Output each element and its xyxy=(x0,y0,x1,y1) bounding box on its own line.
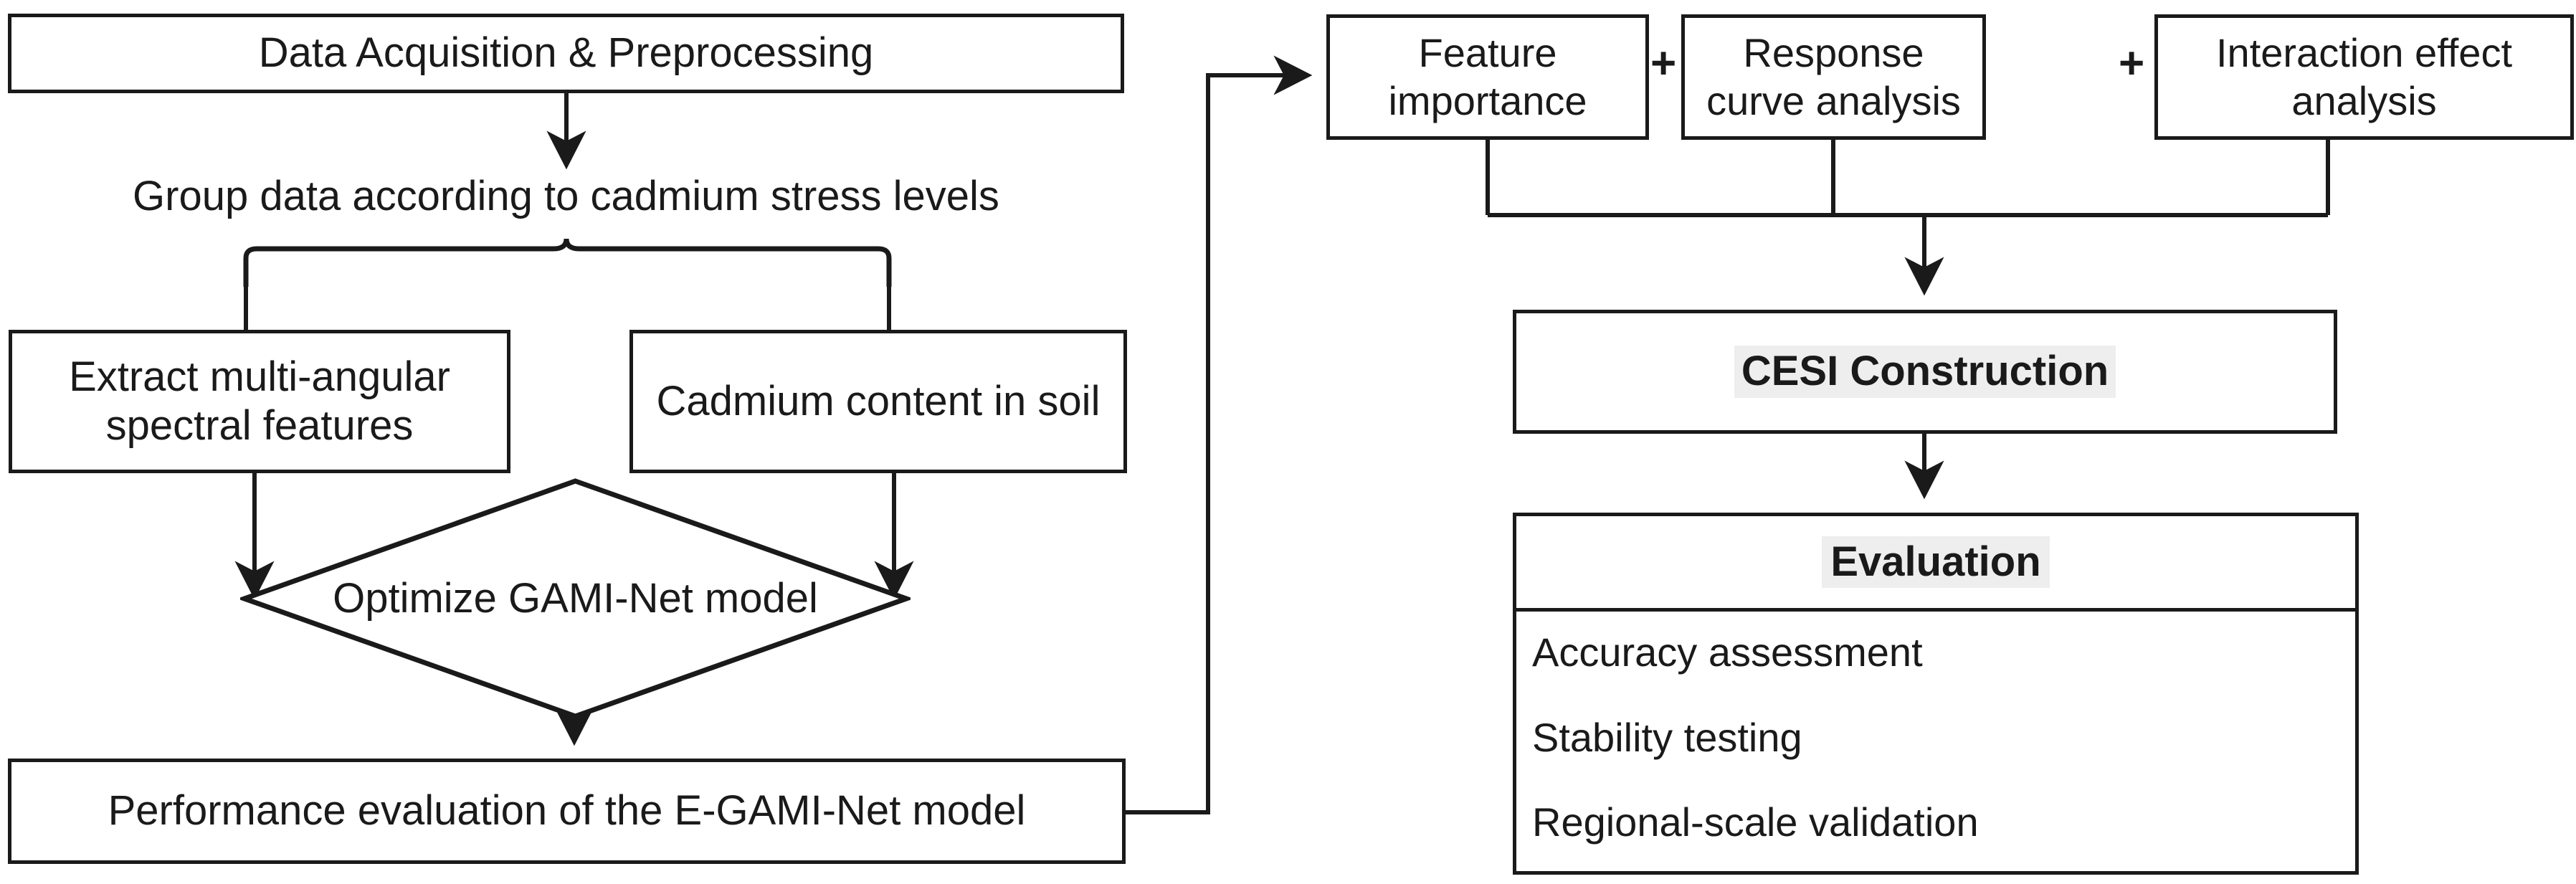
node-extract-spectral-features[interactable]: Extract multi-angular spectral features xyxy=(9,330,510,473)
evaluation-item-list: Accuracy assessment Stability testing Re… xyxy=(1516,612,2355,845)
list-item: Accuracy assessment xyxy=(1532,629,1923,675)
node-interaction-effect-analysis-label: Interaction effect analysis xyxy=(2216,30,2512,123)
list-item: Stability testing xyxy=(1532,714,1802,760)
node-cadmium-content-soil[interactable]: Cadmium content in soil xyxy=(629,330,1127,473)
node-optimize-gami-net-label: Optimize GAMI-Net model xyxy=(333,574,818,622)
node-response-curve-analysis-label: Response curve analysis xyxy=(1706,30,1961,123)
node-cesi-construction-label: CESI Construction xyxy=(1734,346,2116,398)
node-performance-evaluation-label: Performance evaluation of the E-GAMI-Net… xyxy=(108,787,1026,835)
node-performance-evaluation[interactable]: Performance evaluation of the E-GAMI-Net… xyxy=(8,759,1126,864)
list-item: Regional-scale validation xyxy=(1532,799,1979,845)
label-group-by-stress-text: Group data according to cadmium stress l… xyxy=(133,173,999,219)
node-feature-importance-label: Feature importance xyxy=(1388,30,1587,123)
diamond-shape-icon xyxy=(237,478,914,719)
evaluation-heading-label: Evaluation xyxy=(1822,536,2050,589)
brace-split xyxy=(243,238,892,287)
node-interaction-effect-analysis[interactable]: Interaction effect analysis xyxy=(2154,14,2574,140)
node-cadmium-content-soil-label: Cadmium content in soil xyxy=(656,377,1101,424)
node-feature-importance[interactable]: Feature importance xyxy=(1326,14,1649,140)
arrow-performance-to-feature xyxy=(1126,55,1313,814)
node-extract-spectral-features-label: Extract multi-angular spectral features xyxy=(69,353,450,449)
evaluation-heading: Evaluation xyxy=(1516,516,2355,612)
node-optimize-gami-net[interactable]: Optimize GAMI-Net model xyxy=(237,477,914,721)
node-cesi-construction[interactable]: CESI Construction xyxy=(1513,310,2337,434)
node-data-acquisition-label: Data Acquisition & Preprocessing xyxy=(258,29,874,77)
node-evaluation[interactable]: Evaluation Accuracy assessment Stability… xyxy=(1513,513,2359,875)
operator-plus-2: + xyxy=(2119,39,2145,88)
label-group-by-stress: Group data according to cadmium stress l… xyxy=(8,174,1124,219)
node-response-curve-analysis[interactable]: Response curve analysis xyxy=(1681,14,1986,140)
operator-plus-1: + xyxy=(1650,39,1677,88)
node-data-acquisition[interactable]: Data Acquisition & Preprocessing xyxy=(8,14,1124,93)
